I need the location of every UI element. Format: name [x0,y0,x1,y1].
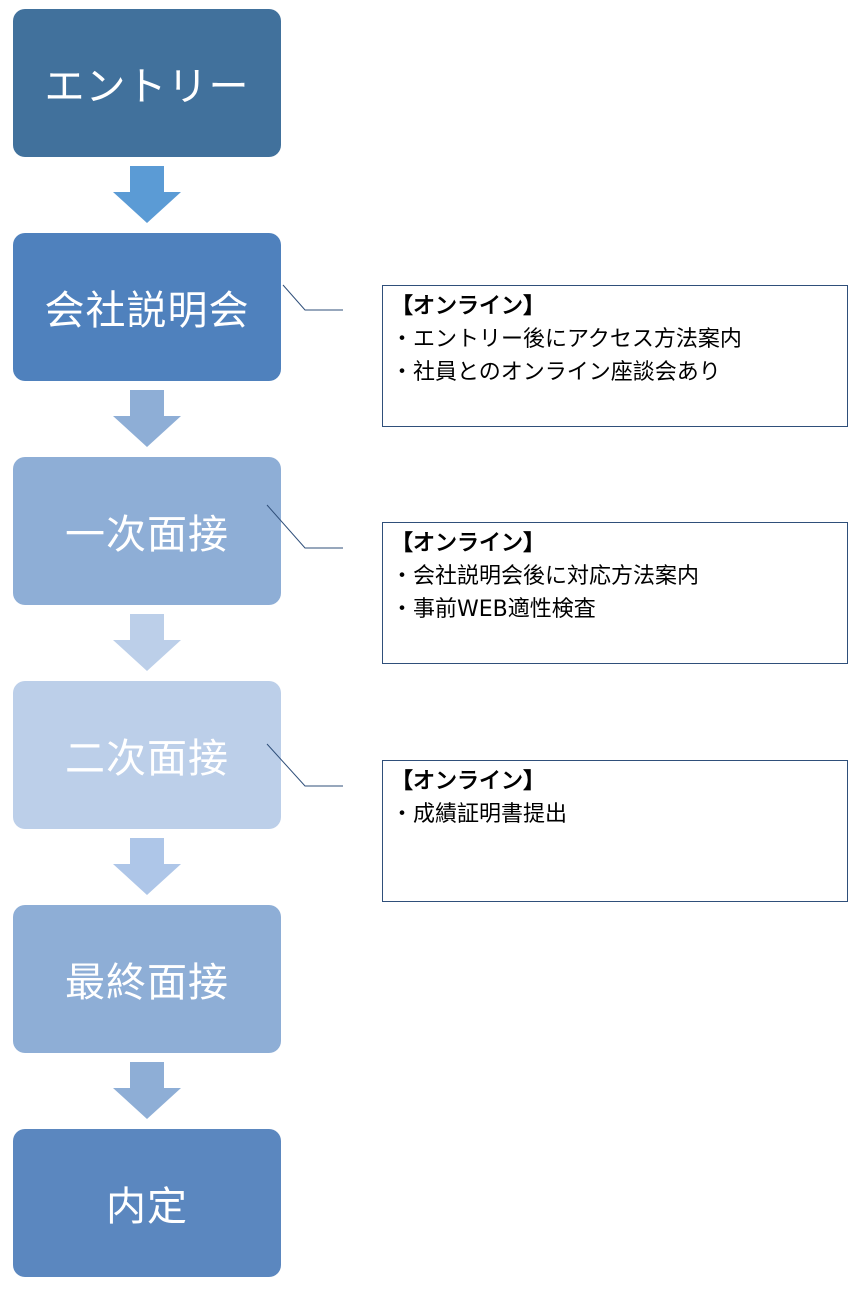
down-arrow-shape [113,166,181,223]
flow-step-label: 会社説明会 [44,288,250,334]
note-company-briefing: 【オンライン】 ・エントリー後にアクセス方法案内 ・社員とのオンライン座談会あり [382,285,848,427]
flow-step-label: 最終面接 [65,960,229,1006]
down-arrow-icon [113,838,181,895]
flow-step-first-interview: 一次面接 [13,457,281,605]
note-line: ・社員とのオンライン座談会あり [391,360,721,385]
flow-step-job-offer: 内定 [13,1129,281,1277]
down-arrow-shape [113,1062,181,1119]
down-arrow-shape [113,390,181,447]
note-second-interview: 【オンライン】 ・成績証明書提出 [382,760,848,902]
note-title: 【オンライン】 [391,531,546,556]
down-arrow-shape [113,838,181,895]
note-line: ・エントリー後にアクセス方法案内 [391,327,742,352]
callout-connector-line [282,284,343,311]
flow-step-final-interview: 最終面接 [13,905,281,1053]
flow-step-label: 二次面接 [65,736,229,782]
down-arrow-icon [113,1062,181,1119]
note-first-interview: 【オンライン】 ・会社説明会後に対応方法案内 ・事前WEB適性検査 [382,522,848,664]
note-title: 【オンライン】 [391,769,546,794]
flow-step-label: 一次面接 [65,512,229,558]
down-arrow-icon [113,166,181,223]
down-arrow-icon [113,390,181,447]
flow-step-entry: エントリー [13,9,281,157]
note-line: ・会社説明会後に対応方法案内 [391,564,700,589]
flow-step-company-briefing: 会社説明会 [13,233,281,381]
down-arrow-shape [113,614,181,671]
flow-step-label: エントリー [44,64,250,110]
note-line: ・事前WEB適性検査 [391,597,596,622]
down-arrow-icon [113,614,181,671]
note-title: 【オンライン】 [391,294,546,319]
flow-step-label: 内定 [106,1184,188,1230]
note-line: ・成績証明書提出 [391,802,568,827]
flow-step-second-interview: 二次面接 [13,681,281,829]
